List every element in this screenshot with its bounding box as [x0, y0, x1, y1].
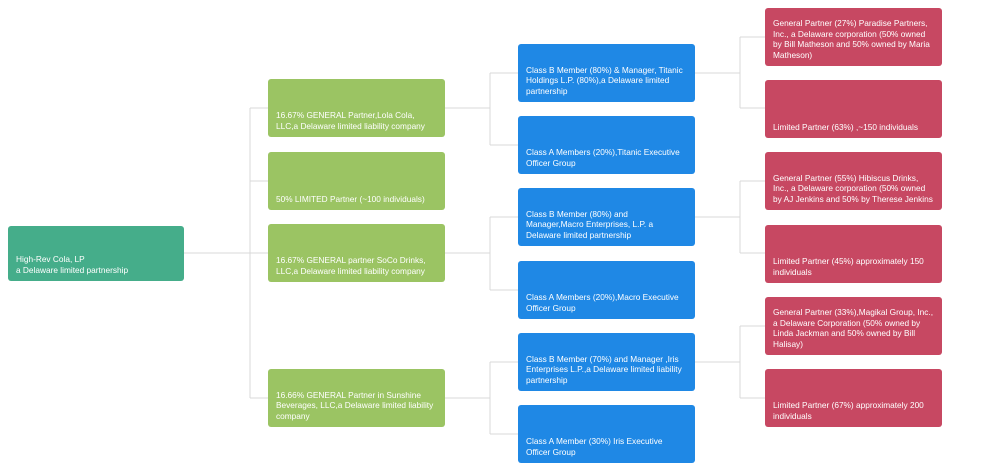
node-label: Class A Members (20%),Macro Executive Of… [526, 292, 679, 313]
node-label: 16.66% GENERAL Partner in Sunshine Bever… [276, 389, 434, 421]
node-label: 16.67% GENERAL partner SoCo Drinks, LLC,… [276, 255, 426, 276]
node-label: General Partner (55%) Hibiscus Drinks, I… [773, 172, 933, 204]
node-limited-partner-individuals[interactable]: 50% LIMITED Partner (~100 individuals) [268, 152, 445, 210]
node-iris-enterprises-class-b[interactable]: Class B Member (70%) and Manager ,Iris E… [518, 333, 695, 391]
node-macro-class-a[interactable]: Class A Members (20%),Macro Executive Of… [518, 261, 695, 319]
node-macro-enterprises-class-b[interactable]: Class B Member (80%) and Manager,Macro E… [518, 188, 695, 246]
node-label: General Partner (27%) Paradise Partners,… [773, 18, 930, 60]
root-node-description: a Delaware limited partnership [16, 264, 129, 275]
node-paradise-partners-general-partner[interactable]: General Partner (27%) Paradise Partners,… [765, 8, 942, 66]
root-node-name: High-Rev Cola, LP [16, 254, 85, 264]
root-node-high-rev-cola[interactable]: High-Rev Cola, LP a Delaware limited par… [8, 226, 184, 281]
node-titanic-limited-partner[interactable]: Limited Partner (63%) ,~150 individuals [765, 80, 942, 138]
node-label: Class B Member (70%) and Manager ,Iris E… [526, 353, 682, 385]
node-label: 16.67% GENERAL Partner,Lola Cola, LLC,a … [276, 110, 425, 131]
node-label: Class A Members (20%),Titanic Executive … [526, 147, 680, 168]
node-magikal-group-general-partner[interactable]: General Partner (33%),Magikal Group, Inc… [765, 297, 942, 355]
root-node-text: High-Rev Cola, LP a Delaware limited par… [16, 254, 128, 275]
node-label: Class B Member (80%) & Manager, Titanic … [526, 64, 683, 96]
node-iris-limited-partner[interactable]: Limited Partner (67%) approximately 200 … [765, 369, 942, 427]
node-sunshine-beverages-general-partner[interactable]: 16.66% GENERAL Partner in Sunshine Bever… [268, 369, 445, 427]
node-soco-drinks-general-partner[interactable]: 16.67% GENERAL partner SoCo Drinks, LLC,… [268, 224, 445, 282]
node-iris-class-a[interactable]: Class A Member (30%) Iris Executive Offi… [518, 405, 695, 463]
node-hibiscus-drinks-general-partner[interactable]: General Partner (55%) Hibiscus Drinks, I… [765, 152, 942, 210]
node-label: General Partner (33%),Magikal Group, Inc… [773, 307, 934, 349]
node-label: Limited Partner (63%) ,~150 individuals [773, 121, 919, 132]
node-macro-limited-partner[interactable]: Limited Partner (45%) approximately 150 … [765, 225, 942, 283]
node-label: Limited Partner (67%) approximately 200 … [773, 400, 924, 421]
node-label: Class A Member (30%) Iris Executive Offi… [526, 436, 663, 457]
node-titanic-class-a[interactable]: Class A Members (20%),Titanic Executive … [518, 116, 695, 174]
node-label: 50% LIMITED Partner (~100 individuals) [276, 193, 425, 204]
node-titanic-holdings-class-b[interactable]: Class B Member (80%) & Manager, Titanic … [518, 44, 695, 102]
node-label: Limited Partner (45%) approximately 150 … [773, 256, 924, 277]
node-label: Class B Member (80%) and Manager,Macro E… [526, 208, 654, 240]
node-lola-cola-general-partner[interactable]: 16.67% GENERAL Partner,Lola Cola, LLC,a … [268, 79, 445, 137]
